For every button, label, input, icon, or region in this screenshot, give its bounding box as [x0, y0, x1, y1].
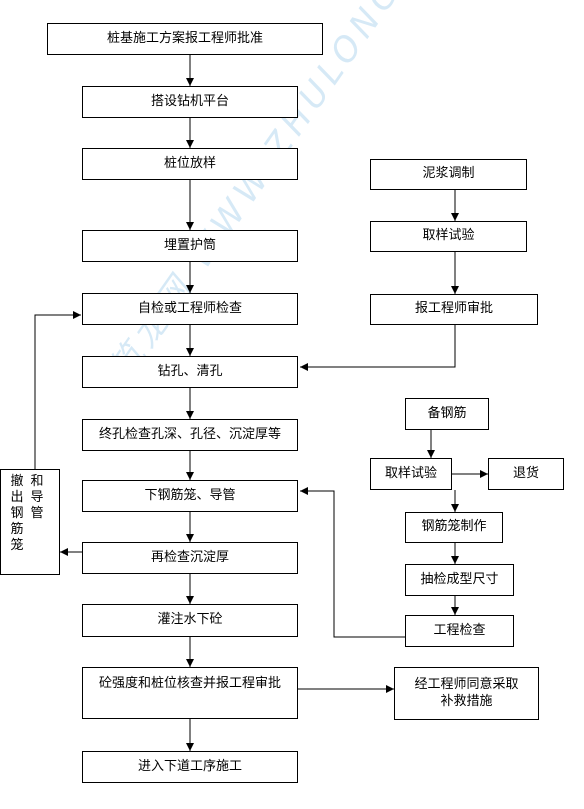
rebar-step-5-label: 工程检查	[433, 622, 486, 638]
withdraw-text: 撤出钢筋笼 和导管	[5, 474, 59, 554]
slurry-step-2-label: 取样试验	[422, 228, 475, 244]
withdraw-box	[0, 469, 60, 575]
main-step-12-label: 进入下道工序施工	[137, 758, 242, 774]
main-step-9: 再检查沉淀厚	[82, 542, 298, 574]
rebar-step-5: 工程检查	[405, 615, 514, 647]
main-step-7: 终孔检查孔深、孔径、沉淀厚等	[82, 419, 298, 451]
main-step-10-label: 灌注水下砼	[157, 612, 223, 628]
main-step-1-label: 桩基施工方案报工程师批准	[106, 30, 263, 46]
main-step-1: 桩基施工方案报工程师批准	[47, 23, 323, 55]
main-step-8-label: 下钢筋笼、导管	[144, 487, 236, 503]
main-step-11: 砼强度和桩位核查并报工程审批	[82, 667, 298, 719]
slurry-step-3: 报工程师审批	[370, 294, 538, 325]
main-step-9-label: 再检查沉淀厚	[150, 549, 229, 565]
remedy-line-1: 经工程师同意采取	[414, 676, 519, 692]
main-step-2: 搭设钻机平台	[82, 86, 298, 118]
arrow-rebar-to-cage	[300, 487, 405, 638]
slurry-step-2: 取样试验	[370, 221, 527, 252]
rebar-step-2: 取样试验	[370, 458, 452, 490]
main-step-4: 埋置护筒	[82, 230, 298, 262]
main-step-6: 钻孔、清孔	[82, 356, 298, 388]
main-step-4-label: 埋置护筒	[163, 237, 216, 253]
withdraw-col-1: 撤出钢筋笼	[10, 474, 24, 553]
rebar-reject-label: 退货	[512, 465, 539, 481]
main-step-3-label: 桩位放样	[163, 155, 216, 171]
rebar-step-3-label: 钢筋笼制作	[421, 519, 487, 535]
slurry-step-1-label: 泥浆调制	[422, 166, 475, 182]
slurry-step-1: 泥浆调制	[370, 159, 527, 190]
rebar-step-2-label: 取样试验	[384, 465, 437, 481]
arrow-withdraw-to-check	[34, 311, 81, 469]
main-step-10: 灌注水下砼	[82, 604, 298, 637]
rebar-step-1: 备钢筋	[405, 398, 489, 430]
rebar-reject: 退货	[488, 458, 564, 490]
withdraw-col-2: 和导管	[30, 474, 44, 521]
remedy-line-2: 补救措施	[440, 693, 493, 709]
rebar-step-1-label: 备钢筋	[427, 405, 467, 421]
main-step-5-label: 自检或工程师检查	[137, 300, 242, 316]
main-step-11-label: 砼强度和桩位核查并报工程审批	[98, 676, 281, 691]
main-step-7-label: 终孔检查孔深、孔径、沉淀厚等	[98, 426, 281, 442]
main-step-3: 桩位放样	[82, 148, 298, 180]
main-step-5: 自检或工程师检查	[82, 293, 298, 325]
main-step-12: 进入下道工序施工	[82, 751, 298, 783]
rebar-step-4: 抽检成型尺寸	[405, 564, 514, 596]
remedy-box: 经工程师同意采取 补救措施	[394, 667, 539, 720]
rebar-step-4-label: 抽检成型尺寸	[420, 571, 499, 587]
slurry-step-3-label: 报工程师审批	[414, 301, 493, 317]
main-step-2-label: 搭设钻机平台	[150, 93, 229, 109]
main-step-6-label: 钻孔、清孔	[157, 363, 223, 379]
arrow-slurry-to-drill	[300, 325, 456, 371]
main-step-8: 下钢筋笼、导管	[82, 480, 298, 512]
rebar-step-3: 钢筋笼制作	[405, 512, 503, 543]
